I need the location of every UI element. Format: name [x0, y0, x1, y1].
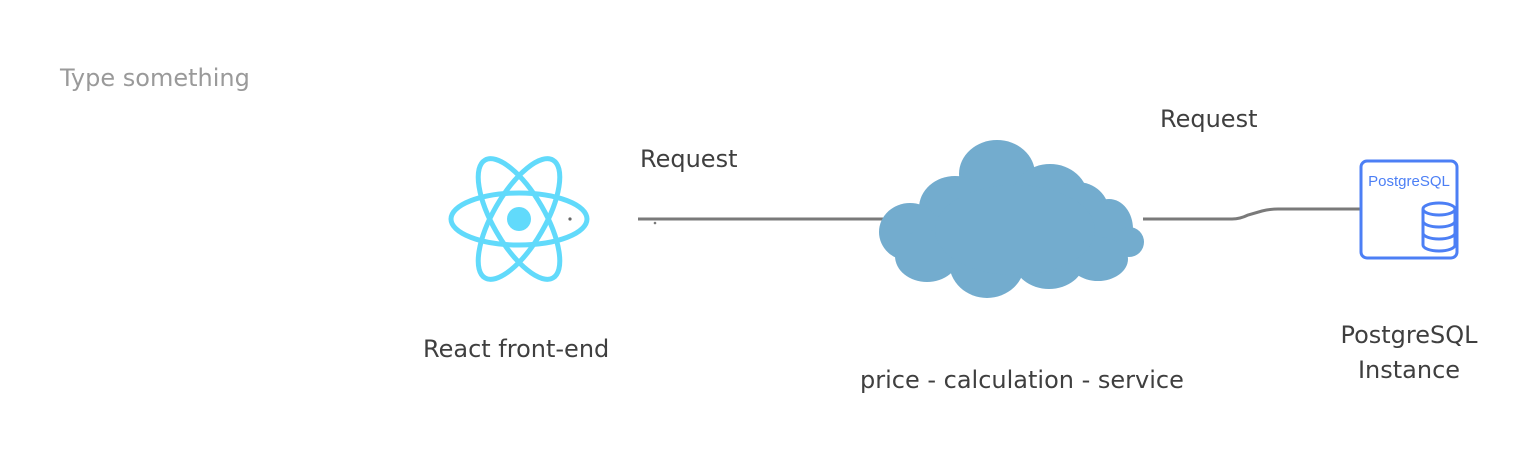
- edge-label-request-1[interactable]: Request: [640, 145, 738, 173]
- database-node-label-line1[interactable]: PostgreSQL: [1340, 321, 1478, 349]
- react-node-label[interactable]: React front-end: [423, 335, 610, 363]
- cloud-icon[interactable]: [879, 140, 1144, 298]
- postgresql-icon-text: PostgreSQL: [1368, 173, 1450, 190]
- edge-waypoint: [653, 221, 657, 225]
- edge-label-request-2[interactable]: Request: [1160, 105, 1258, 133]
- edge-react-to-service[interactable]: [638, 217, 885, 225]
- database-node-label-line2[interactable]: Instance: [1357, 356, 1461, 384]
- text-placeholder[interactable]: Type something: [60, 64, 250, 92]
- service-node-label[interactable]: price - calculation - service: [860, 366, 1184, 394]
- postgresql-database-icon[interactable]: PostgreSQL: [1359, 159, 1459, 260]
- react-atom-icon[interactable]: [448, 147, 590, 291]
- edge-service-to-database[interactable]: [1143, 207, 1362, 221]
- edge-line[interactable]: [1143, 207, 1362, 221]
